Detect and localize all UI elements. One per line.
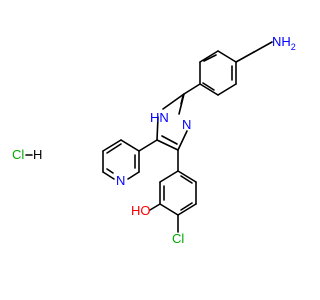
bond-imid-c2-n1 bbox=[162, 93, 185, 110]
bond-imid-n1-c5 bbox=[156, 116, 159, 141]
bond-benz2-d bbox=[177, 203, 197, 216]
bond-benz-imid bbox=[183, 83, 201, 95]
bond-benz2-a bbox=[159, 170, 179, 183]
bond-c-oh bbox=[149, 203, 161, 211]
bond-benz1-inner2 bbox=[202, 82, 215, 91]
imidazole-nh-label: HN bbox=[150, 110, 169, 125]
bond-imid-pyr bbox=[138, 139, 158, 152]
bond-pyr-inner2 bbox=[106, 168, 114, 174]
bond-benz1-inner3 bbox=[203, 54, 217, 62]
amine-label: NH2 bbox=[272, 34, 296, 52]
bond-benz2-c bbox=[159, 203, 179, 216]
bond-benz1-c bbox=[199, 83, 219, 96]
bond-pyr-inner1 bbox=[106, 143, 122, 154]
bond-benz1-e bbox=[199, 50, 219, 63]
hcl-hydrogen-label: H bbox=[33, 147, 42, 162]
imidazole-n-label: N bbox=[182, 117, 191, 132]
bond-pyr-e bbox=[127, 171, 140, 180]
bond-benz2-f bbox=[177, 170, 197, 183]
hydroxyl-label: HO bbox=[131, 203, 151, 218]
bond-imid-c2-n3-double bbox=[180, 95, 184, 105]
structure-canvas: NH2 HN N N HO Cl Cl H bbox=[12, 34, 296, 246]
bond-lines bbox=[25, 41, 273, 233]
bond-pyr-b bbox=[102, 139, 122, 152]
bond-ch2-n bbox=[253, 41, 273, 53]
bond-pyr-a bbox=[120, 139, 140, 152]
chloro-label: Cl bbox=[172, 231, 184, 246]
pyridine-n-label: N bbox=[116, 173, 125, 188]
bond-pyr-d bbox=[102, 171, 115, 180]
bond-benz1-b bbox=[217, 83, 237, 96]
bond-imid-c5-c4-double bbox=[161, 135, 178, 145]
bond-imid-c5-c4 bbox=[156, 139, 179, 151]
bond-benz2-inner2 bbox=[180, 202, 193, 211]
bond-ch2-ring bbox=[235, 51, 255, 63]
molecule-drawing: NH2 HN N N HO Cl Cl H bbox=[12, 34, 296, 246]
hcl-chlorine-label: Cl bbox=[12, 147, 24, 162]
bond-benz1-f bbox=[217, 50, 237, 63]
bond-benz2-inner3 bbox=[180, 175, 193, 184]
bond-imid-c4-n3 bbox=[177, 130, 188, 151]
